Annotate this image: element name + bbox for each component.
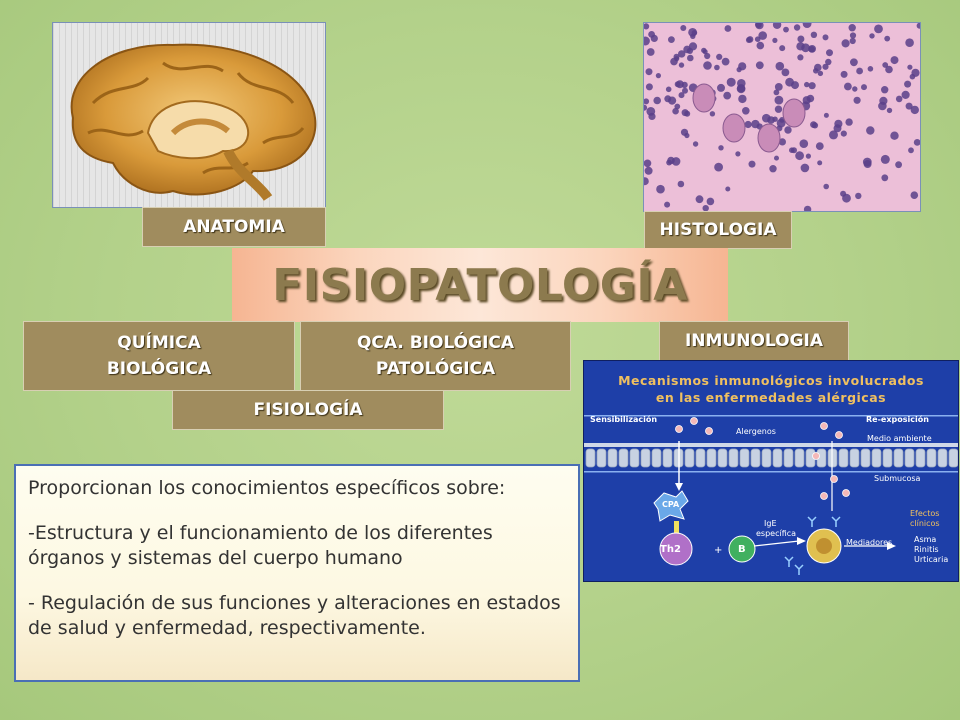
anatomia-label: ANATOMIA: [142, 207, 326, 247]
histologia-label-text: HISTOLOGIA: [659, 220, 777, 240]
mechanism-title-line2: en las enfermedades alérgicas: [655, 390, 887, 405]
efectos-label-line1: Efectos: [910, 509, 940, 518]
b-cell-label: B: [738, 544, 746, 555]
anatomia-label-text: ANATOMIA: [183, 217, 285, 237]
mediadores-label: Mediadores: [846, 538, 893, 547]
fisiologia-label-text: FISIOLOGÍA: [253, 400, 363, 420]
qca-biologica-patologica-label: QCA. BIOLÓGICA PATOLÓGICA: [300, 321, 571, 391]
quimica-label-line2: BIOLÓGICA: [106, 359, 212, 379]
medio-ambiente-label: Medio ambiente: [867, 434, 932, 443]
urticaria-label: Urticaria: [914, 555, 949, 564]
inmunologia-label-text: INMUNOLOGIA: [684, 331, 824, 351]
efectos-label-line2: clínicos: [910, 519, 940, 528]
svg-text:+: +: [714, 545, 722, 556]
inmunologia-label: INMUNOLOGIA: [659, 321, 849, 361]
ige-label-line1: IgE: [764, 519, 777, 528]
page-title: FISIOPATOLOGÍA: [272, 259, 688, 311]
description-intro: Proporcionan los conocimientos específic…: [28, 477, 506, 499]
fisiologia-label: FISIOLOGÍA: [172, 390, 444, 430]
brain-illustration: [53, 23, 325, 207]
mechanism-diagram: +: [584, 415, 958, 575]
mechanism-title-line1: Mecanismos inmunológicos involucrados: [618, 373, 924, 388]
cpa-label: CPA: [662, 500, 680, 509]
title-banner: FISIOPATOLOGÍA: [232, 248, 728, 322]
immune-mechanism-figure: Mecanismos inmunológicos involucrados en…: [583, 360, 959, 582]
histology-image: [643, 22, 921, 212]
qca-label-line1: QCA. BIOLÓGICA: [356, 333, 515, 353]
histology-illustration: [644, 23, 920, 211]
rinitis-label: Rinitis: [914, 545, 939, 554]
asma-label: Asma: [914, 535, 937, 544]
th2-label: Th2: [660, 544, 681, 555]
brain-image: [52, 22, 326, 208]
quimica-biologica-label: QUÍMICA BIOLÓGICA: [23, 321, 295, 391]
alergenos-label: Alergenos: [736, 427, 776, 436]
submucosa-label: Submucosa: [874, 474, 921, 483]
description-regulation: - Regulación de sus funciones y alteraci…: [28, 592, 561, 639]
qca-label-line2: PATOLÓGICA: [375, 359, 496, 379]
histologia-label: HISTOLOGIA: [644, 211, 792, 249]
ige-label-line2: específica: [756, 529, 797, 538]
description-box: Proporcionan los conocimientos específic…: [14, 464, 580, 682]
description-structure: -Estructura y el funcionamiento de los d…: [28, 522, 493, 569]
quimica-label-line1: QUÍMICA: [117, 333, 201, 353]
sensibilizacion-label: Sensibilización: [590, 415, 658, 424]
reexposicion-label: Re-exposición: [866, 415, 929, 424]
